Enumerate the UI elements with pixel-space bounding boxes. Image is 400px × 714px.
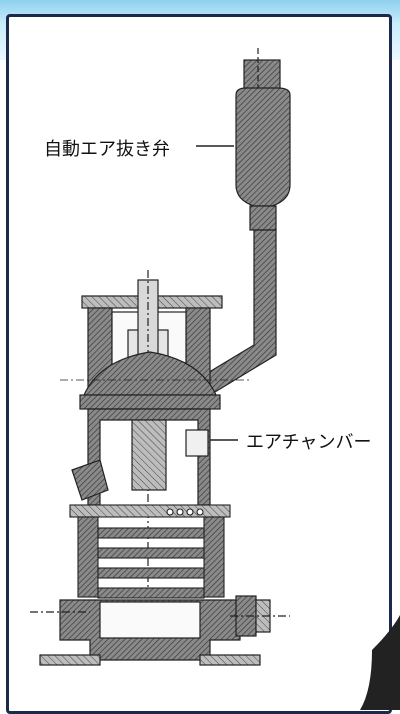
label-air-chamber: エアチャンバー (246, 432, 372, 453)
pump-base (30, 595, 290, 666)
label-auto-air-vent: 自動エア抜き弁 (44, 139, 170, 160)
air-chamber-body (79, 351, 221, 506)
impeller-stages (69, 504, 231, 599)
auto-air-vent (235, 48, 291, 231)
corner-decoration (360, 615, 400, 710)
left-nozzle (71, 459, 109, 501)
